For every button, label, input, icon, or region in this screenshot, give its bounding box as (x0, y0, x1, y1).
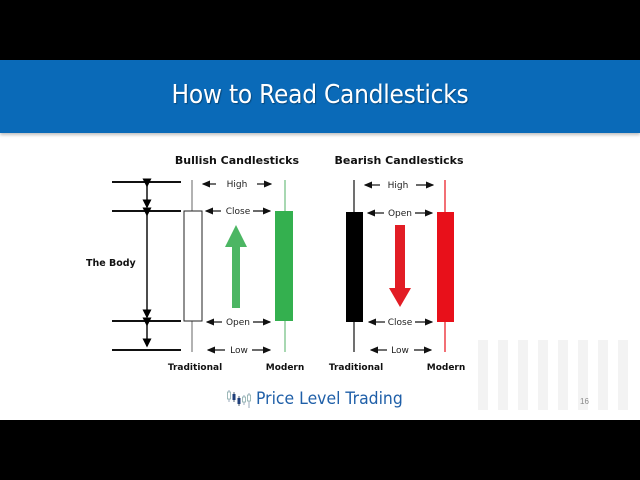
candlestick-logo-icon (227, 390, 251, 408)
bearish-price-labels: High Open Close Low (363, 181, 435, 356)
bullish-price-labels: High Close Open Low (201, 180, 273, 356)
bearish-high-label: High (388, 181, 409, 191)
body-label: The Body (86, 258, 137, 269)
bearish-modern-label: Modern (427, 363, 466, 373)
candlestick-diagram: Bullish Candlesticks Bearish Candlestick… (86, 154, 466, 373)
bullish-traditional-candle (183, 180, 203, 352)
bullish-low-label: Low (230, 346, 248, 356)
bearish-modern-candle (437, 180, 454, 352)
bullish-modern-label: Modern (266, 363, 305, 373)
bearish-traditional-candle (346, 180, 363, 352)
bullish-open-label: Open (226, 318, 250, 328)
body-dimension-guides (112, 178, 181, 351)
slide-title: How to Read Candlesticks (171, 80, 469, 110)
bearish-open-label: Open (388, 209, 412, 219)
bullish-heading: Bullish Candlesticks (175, 154, 300, 167)
title-banner: How to Read Candlesticks (0, 60, 640, 133)
slide: How to Read Candlesticks Bullish Candles… (0, 60, 640, 420)
brand-name: Price Level Trading (256, 389, 403, 409)
bearish-close-label: Close (388, 318, 413, 328)
watermark-pattern (478, 340, 628, 410)
bullish-traditional-label: Traditional (168, 363, 222, 373)
bearish-low-label: Low (391, 346, 409, 356)
brand-logo: Price Level Trading (226, 387, 416, 411)
page-number: 16 (580, 397, 589, 406)
bearish-traditional-label: Traditional (329, 363, 383, 373)
bearish-heading: Bearish Candlesticks (334, 154, 464, 167)
bullish-close-label: Close (226, 207, 251, 217)
bullish-modern-candle (275, 180, 293, 352)
bullish-high-label: High (227, 180, 248, 190)
bearish-down-arrow-icon (389, 225, 411, 307)
bullish-up-arrow-icon (225, 225, 247, 308)
